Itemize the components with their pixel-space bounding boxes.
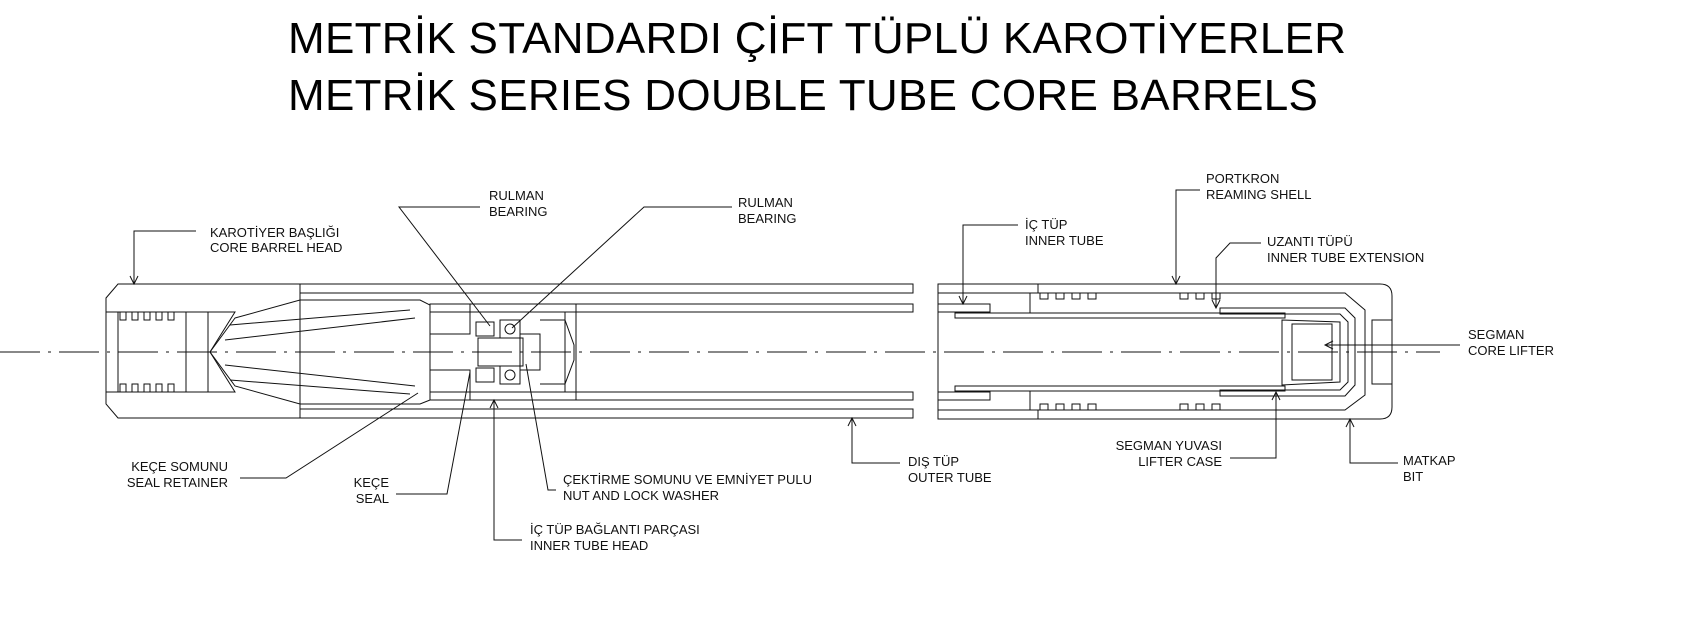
inner-tube-right bbox=[954, 293, 1286, 410]
svg-text:REAMING SHELL: REAMING SHELL bbox=[1206, 187, 1311, 202]
bearing-top bbox=[499, 319, 521, 339]
title-english: METRİK SERIES DOUBLE TUBE CORE BARRELS bbox=[288, 71, 1319, 120]
svg-text:ÇEKTİRME SOMUNU VE EMNİYET PUL: ÇEKTİRME SOMUNU VE EMNİYET PULU bbox=[563, 472, 812, 487]
svg-text:BEARING: BEARING bbox=[738, 211, 797, 226]
svg-text:RULMAN: RULMAN bbox=[738, 195, 793, 210]
reaming-shell bbox=[1037, 283, 1393, 420]
label-inner-tube-head: İÇ TÜP BAĞLANTI PARÇASI INNER TUBE HEAD bbox=[530, 522, 700, 553]
svg-text:CORE BARREL HEAD: CORE BARREL HEAD bbox=[210, 240, 342, 255]
head-cone bbox=[209, 299, 431, 405]
svg-text:DIŞ TÜP: DIŞ TÜP bbox=[908, 454, 959, 469]
label-bearing-1: RULMAN BEARING bbox=[489, 188, 548, 219]
label-core-barrel-head: KAROTİYER BAŞLIĞI CORE BARREL HEAD bbox=[210, 225, 342, 255]
svg-text:KEÇE SOMUNU: KEÇE SOMUNU bbox=[131, 459, 228, 474]
svg-text:İÇ TÜP: İÇ TÜP bbox=[1025, 217, 1067, 232]
svg-text:RULMAN: RULMAN bbox=[489, 188, 544, 203]
svg-text:BIT: BIT bbox=[1403, 469, 1423, 484]
svg-text:SEGMAN: SEGMAN bbox=[1468, 327, 1524, 342]
label-core-lifter: SEGMAN CORE LIFTER bbox=[1468, 327, 1554, 358]
svg-text:SEGMAN YUVASI: SEGMAN YUVASI bbox=[1116, 438, 1222, 453]
svg-text:NUT AND LOCK WASHER: NUT AND LOCK WASHER bbox=[563, 488, 719, 503]
svg-text:UZANTI TÜPÜ: UZANTI TÜPÜ bbox=[1267, 234, 1353, 249]
bearing-bottom bbox=[499, 365, 521, 385]
svg-text:SEAL RETAINER: SEAL RETAINER bbox=[127, 475, 228, 490]
core-barrel-head bbox=[105, 283, 301, 419]
label-bearing-2: RULMAN BEARING bbox=[738, 195, 797, 226]
label-inner-tube: İÇ TÜP INNER TUBE bbox=[1025, 217, 1104, 248]
core-lifter bbox=[1281, 319, 1341, 386]
svg-text:OUTER TUBE: OUTER TUBE bbox=[908, 470, 992, 485]
svg-text:MATKAP: MATKAP bbox=[1403, 453, 1456, 468]
label-reaming-shell: PORTKRON REAMING SHELL bbox=[1206, 171, 1311, 202]
title-turkish: METRİK STANDARDI ÇİFT TÜPLÜ KAROTİYERLER bbox=[288, 14, 1347, 63]
label-outer-tube: DIŞ TÜP OUTER TUBE bbox=[908, 454, 992, 485]
outer-tube-left bbox=[299, 283, 914, 419]
svg-text:PORTKRON: PORTKRON bbox=[1206, 171, 1279, 186]
svg-text:INNER TUBE HEAD: INNER TUBE HEAD bbox=[530, 538, 648, 553]
leader-lines bbox=[129, 189, 1460, 541]
svg-text:İÇ TÜP BAĞLANTI PARÇASI: İÇ TÜP BAĞLANTI PARÇASI bbox=[530, 522, 700, 537]
label-bit: MATKAP BIT bbox=[1403, 453, 1456, 484]
svg-text:KAROTİYER BAŞLIĞI: KAROTİYER BAŞLIĞI bbox=[210, 225, 339, 240]
label-inner-tube-extension: UZANTI TÜPÜ INNER TUBE EXTENSION bbox=[1267, 234, 1424, 265]
lifter-case bbox=[1219, 307, 1356, 397]
svg-text:CORE LIFTER: CORE LIFTER bbox=[1468, 343, 1554, 358]
label-nut-lock-washer: ÇEKTİRME SOMUNU VE EMNİYET PULU NUT AND … bbox=[563, 472, 812, 503]
inner-tube-head bbox=[429, 303, 577, 401]
svg-text:INNER TUBE: INNER TUBE bbox=[1025, 233, 1104, 248]
svg-text:INNER TUBE EXTENSION: INNER TUBE EXTENSION bbox=[1267, 250, 1424, 265]
inner-tube-left bbox=[575, 303, 914, 401]
svg-text:LIFTER CASE: LIFTER CASE bbox=[1138, 454, 1222, 469]
label-lifter-case: SEGMAN YUVASI LIFTER CASE bbox=[1116, 438, 1223, 469]
svg-text:SEAL: SEAL bbox=[356, 491, 389, 506]
label-seal-retainer: KEÇE SOMUNU SEAL RETAINER bbox=[127, 459, 228, 490]
nut bbox=[519, 333, 541, 371]
label-seal: KEÇE SEAL bbox=[354, 475, 390, 506]
svg-text:BEARING: BEARING bbox=[489, 204, 548, 219]
svg-text:KEÇE: KEÇE bbox=[354, 475, 390, 490]
